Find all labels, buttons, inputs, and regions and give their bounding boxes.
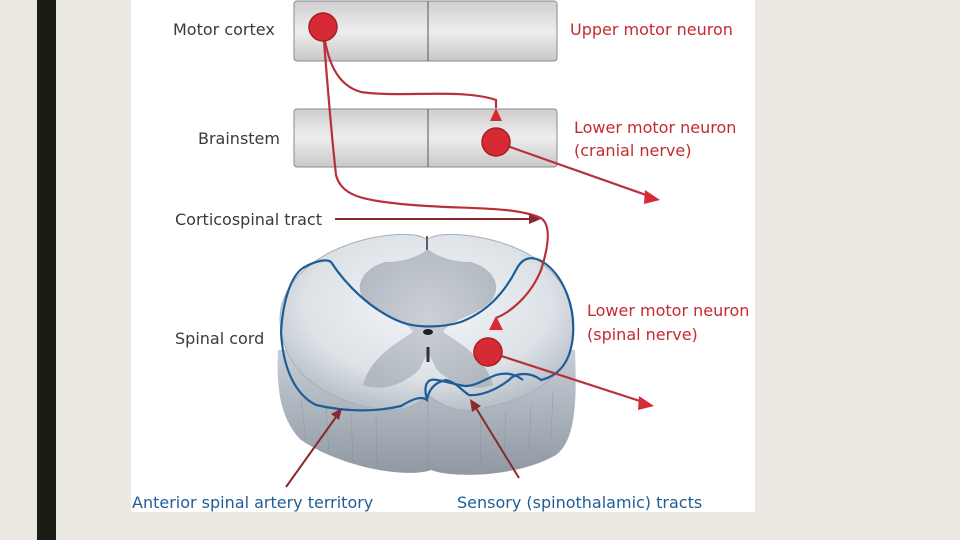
motor-pathway-diagram: Motor cortex Upper motor neuron Brainste… — [132, 0, 749, 512]
upper-motor-neuron-label: Upper motor neuron — [570, 20, 733, 39]
sensory-tract-pointer — [470, 399, 520, 479]
corticospinal-tract-label: Corticospinal tract — [175, 210, 322, 229]
spinal-lmn-label-line1: Lower motor neuron — [587, 301, 749, 320]
spinal-cord-section — [277, 233, 576, 475]
brainstem-label: Brainstem — [198, 129, 280, 148]
anterior-spinal-artery-label: Anterior spinal artery territory — [132, 493, 373, 512]
sensory-tract-outline — [424, 372, 524, 401]
cranial-lower-motor-neuron-cell — [481, 127, 511, 157]
corticobulbar-path — [321, 27, 498, 108]
corticospinal-pointer — [335, 214, 541, 224]
anterior-artery-pointer — [285, 408, 342, 488]
upper-motor-neuron-cell — [308, 12, 338, 42]
gray-matter — [359, 250, 497, 388]
spinal-synapse-arrow — [489, 316, 503, 330]
motor-pathway-figure: Motor cortex Upper motor neuron Brainste… — [131, 0, 755, 512]
cranial-lmn-axon — [495, 140, 660, 204]
spinal-nerve-arrow — [638, 396, 654, 410]
spinal-lmn-axon — [488, 350, 654, 410]
motor-cortex-box — [293, 0, 558, 62]
anterior-spinal-artery-outline — [279, 257, 575, 412]
motor-cortex-label: Motor cortex — [173, 20, 275, 39]
left-accent-bar — [37, 0, 56, 540]
cranial-nerve-arrow — [644, 190, 660, 204]
cranial-lmn-label-line2: (cranial nerve) — [574, 141, 691, 160]
corticospinal-path — [321, 27, 549, 320]
spinal-lmn-label-line2: (spinal nerve) — [587, 325, 698, 344]
upper-motor-neuron-pathway — [321, 27, 549, 330]
sensory-tracts-label: Sensory (spinothalamic) tracts — [457, 493, 702, 512]
spinal-lower-motor-neuron-cell — [473, 337, 503, 367]
central-canal — [423, 329, 433, 335]
cranial-lmn-label-line1: Lower motor neuron — [574, 118, 736, 137]
spinal-cord-label: Spinal cord — [175, 329, 264, 348]
brainstem-synapse-arrow — [490, 108, 502, 121]
